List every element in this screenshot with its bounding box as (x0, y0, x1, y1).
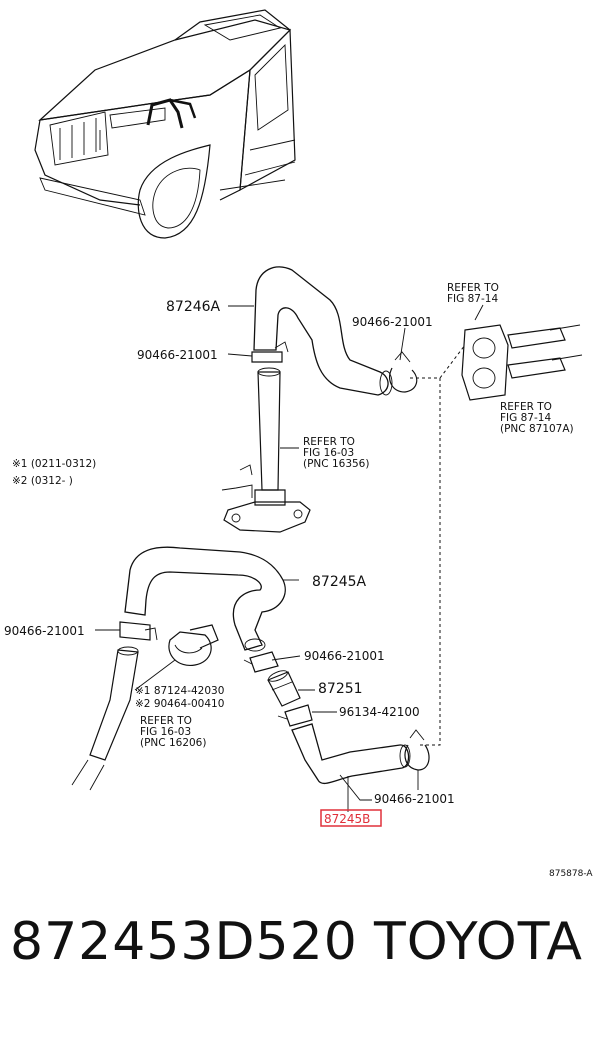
hose-87246A (253, 266, 393, 396)
label-90464[interactable]: ※2 90464-00410 (135, 698, 224, 710)
label-refer-87-14-top-line2: FIG 87-14 (447, 293, 498, 305)
label-clamp-left[interactable]: 90466-21001 (4, 624, 85, 638)
label-refer-87-14-bottom-line1: REFER TO (500, 401, 552, 413)
clamp-mid (243, 651, 279, 673)
figure-code: 875878-A (549, 869, 593, 879)
label-refer-16-03-top-line2: FIG 16-03 (303, 447, 354, 459)
clamp-87124 (168, 624, 219, 667)
label-87124[interactable]: ※1 87124-42030 (135, 685, 224, 697)
clamp-top (251, 341, 289, 363)
footer-brand: TOYOTA (374, 912, 583, 972)
label-refer-87-14-top-line1: REFER TO (447, 282, 499, 294)
clamp-left (119, 621, 158, 641)
vehicle-illustration (34, 9, 296, 239)
label-refer-87-14-bottom-line2: FIG 87-14 (500, 412, 551, 424)
water-pipe-16206 (71, 646, 139, 791)
label-refer-16-03-bottom-line3: (PNC 16206) (140, 737, 206, 749)
clamp-96134 (277, 704, 313, 727)
hose-87245B (291, 723, 411, 784)
label-87251[interactable]: 87251 (318, 681, 363, 697)
label-96134[interactable]: 96134-42100 (339, 705, 420, 719)
joint-87251 (267, 670, 301, 707)
hose-87245A (124, 546, 286, 652)
label-clamp-right[interactable]: 90466-21001 (352, 315, 433, 329)
label-clamp-mid[interactable]: 90466-21001 (304, 649, 385, 663)
label-clamp-top[interactable]: 90466-21001 (137, 348, 218, 362)
heater-connector-87107A (461, 304, 583, 401)
labels: 87246A 90466-21001 90466-21001 REFER TO … (4, 282, 593, 879)
footer-part-number: 872453D520 (10, 912, 358, 972)
label-refer-16-03-top-line1: REFER TO (303, 436, 355, 448)
label-refer-16-03-bottom-line1: REFER TO (140, 715, 192, 727)
label-refer-16-03-bottom-line2: FIG 16-03 (140, 726, 191, 738)
highlight-box-87245B (320, 809, 382, 827)
water-pipe-16356 (221, 367, 311, 533)
connection-dash (410, 377, 441, 746)
label-note1: ※1 (0211-0312) (12, 458, 96, 470)
clamp-right (389, 351, 418, 393)
label-87245A[interactable]: 87245A (312, 574, 367, 590)
label-refer-16-03-top-line3: (PNC 16356) (303, 458, 369, 470)
label-note2: ※2 (0312- ) (12, 475, 73, 487)
label-refer-87-14-bottom-line3: (PNC 87107A) (500, 423, 574, 435)
label-87245B[interactable]: 87245B (324, 812, 370, 826)
label-clamp-bottom[interactable]: 90466-21001 (374, 792, 455, 806)
leader-lines (95, 305, 419, 812)
label-87246A[interactable]: 87246A (166, 299, 221, 315)
